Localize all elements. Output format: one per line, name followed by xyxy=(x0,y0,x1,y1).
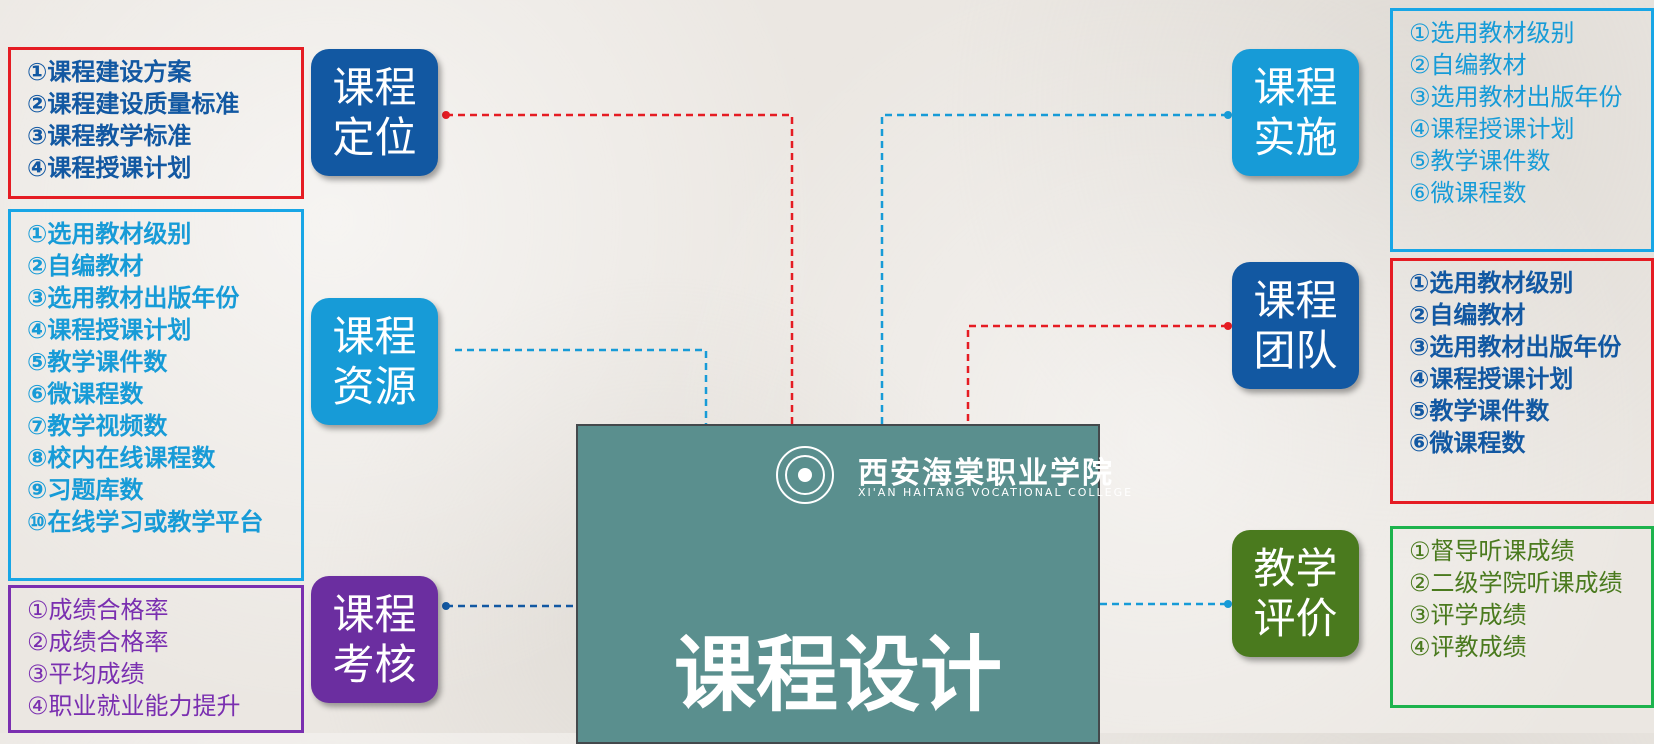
positioning-list-box: ①课程建设方案 ②课程建设质量标准 ③课程教学标准 ④课程授课计划 xyxy=(8,47,304,199)
list-item: ④评教成绩 xyxy=(1409,633,1527,661)
node-positioning[interactable]: 课程定位 xyxy=(311,49,438,176)
college-name-cn: 西安海棠职业学院 xyxy=(858,456,1114,491)
list-item: ⑥微课程数 xyxy=(27,380,144,408)
list-item: ①选用教材级别 xyxy=(27,220,192,248)
node-team[interactable]: 课程团队 xyxy=(1232,262,1359,389)
list-item: ①选用教材级别 xyxy=(1409,19,1575,47)
list-item: ④课程授课计划 xyxy=(1409,365,1574,393)
list-item: ③评学成绩 xyxy=(1409,601,1527,629)
list-item: ⑦教学视频数 xyxy=(27,412,168,440)
college-emblem-icon xyxy=(776,446,834,504)
college-name-en: XI'AN HAITANG VOCATIONAL COLLEGE xyxy=(858,486,1134,499)
list-item: ②成绩合格率 xyxy=(27,628,169,656)
node-assessment[interactable]: 课程考核 xyxy=(311,576,438,703)
connector-assessment-dot xyxy=(442,602,450,610)
list-item: ②自编教材 xyxy=(1409,51,1527,79)
list-item: ②自编教材 xyxy=(27,252,144,280)
list-item: ⑤教学课件数 xyxy=(27,348,168,376)
list-item: ④课程授课计划 xyxy=(1409,115,1575,143)
list-item: ⑨习题库数 xyxy=(27,476,144,504)
implementation-list-box: ①选用教材级别 ②自编教材 ③选用教材出版年份 ④课程授课计划 ⑤教学课件数 ⑥微课程数 xyxy=(1390,8,1654,252)
evaluation-list: ①督导听课成绩 ②二级学院听课成绩 ③评学成绩 ④评教成绩 xyxy=(1409,535,1645,663)
center-title: 课程设计 xyxy=(673,628,1002,723)
connector-evaluation-dot xyxy=(1224,600,1232,608)
list-item: ⑥微课程数 xyxy=(1409,179,1527,207)
list-item: ③课程教学标准 xyxy=(27,122,192,150)
list-item: ①成绩合格率 xyxy=(27,596,169,624)
connector-team-dot xyxy=(1224,322,1232,330)
node-positioning-label: 课程定位 xyxy=(332,62,417,162)
team-list-box: ①选用教材级别 ②自编教材 ③选用教材出版年份 ④课程授课计划 ⑤教学课件数 ⑥微课程数 xyxy=(1390,258,1654,504)
connector-implementation-dot xyxy=(1224,111,1232,119)
connector-resources xyxy=(455,348,708,424)
node-evaluation[interactable]: 教学评价 xyxy=(1232,530,1359,657)
list-item: ①课程建设方案 xyxy=(27,58,192,86)
resources-list-box: ①选用教材级别 ②自编教材 ③选用教材出版年份 ④课程授课计划 ⑤教学课件数 ⑥微课程数 ⑦… xyxy=(8,209,304,581)
node-evaluation-label: 教学评价 xyxy=(1253,543,1338,643)
list-item: ④职业就业能力提升 xyxy=(27,692,241,720)
assessment-list: ①成绩合格率 ②成绩合格率 ③平均成绩 ④职业就业能力提升 xyxy=(27,594,295,722)
team-list: ①选用教材级别 ②自编教材 ③选用教材出版年份 ④课程授课计划 ⑤教学课件数 ⑥微课程数 xyxy=(1409,267,1645,459)
positioning-list: ①课程建设方案 ②课程建设质量标准 ③课程教学标准 ④课程授课计划 xyxy=(27,56,295,184)
list-item: ⑥微课程数 xyxy=(1409,429,1526,457)
node-resources-label: 课程资源 xyxy=(332,311,417,411)
node-assessment-label: 课程考核 xyxy=(332,589,417,689)
node-resources[interactable]: 课程资源 xyxy=(311,298,438,425)
list-item: ②课程建设质量标准 xyxy=(27,90,240,118)
center-card: 西安海棠职业学院 XI'AN HAITANG VOCATIONAL COLLEG… xyxy=(576,424,1131,744)
connector-team xyxy=(966,324,1228,424)
list-item: ⑧校内在线课程数 xyxy=(27,444,216,472)
list-item: ③选用教材出版年份 xyxy=(27,284,240,312)
node-team-label: 课程团队 xyxy=(1253,275,1338,375)
resources-list: ①选用教材级别 ②自编教材 ③选用教材出版年份 ④课程授课计划 ⑤教学课件数 ⑥微课程数 ⑦… xyxy=(27,218,295,538)
implementation-list: ①选用教材级别 ②自编教材 ③选用教材出版年份 ④课程授课计划 ⑤教学课件数 ⑥微课程数 xyxy=(1409,17,1645,209)
list-item: ⑩在线学习或教学平台 xyxy=(27,508,264,536)
list-item: ⑤教学课件数 xyxy=(1409,397,1550,425)
list-item: ⑤教学课件数 xyxy=(1409,147,1551,175)
evaluation-list-box: ①督导听课成绩 ②二级学院听课成绩 ③评学成绩 ④评教成绩 xyxy=(1390,526,1654,708)
node-implementation-label: 课程实施 xyxy=(1253,62,1338,162)
list-item: ①选用教材级别 xyxy=(1409,269,1574,297)
list-item: ④课程授课计划 xyxy=(27,154,192,182)
list-item: ①督导听课成绩 xyxy=(1409,537,1575,565)
list-item: ②二级学院听课成绩 xyxy=(1409,569,1623,597)
assessment-list-box: ①成绩合格率 ②成绩合格率 ③平均成绩 ④职业就业能力提升 xyxy=(8,585,304,733)
list-item: ④课程授课计划 xyxy=(27,316,192,344)
node-implementation[interactable]: 课程实施 xyxy=(1232,49,1359,176)
list-item: ③平均成绩 xyxy=(27,660,145,688)
list-item: ③选用教材出版年份 xyxy=(1409,83,1623,111)
connector-positioning-dot xyxy=(442,111,450,119)
connector-implementation xyxy=(880,113,1228,424)
connector-positioning xyxy=(446,113,794,424)
list-item: ②自编教材 xyxy=(1409,301,1526,329)
list-item: ③选用教材出版年份 xyxy=(1409,333,1622,361)
